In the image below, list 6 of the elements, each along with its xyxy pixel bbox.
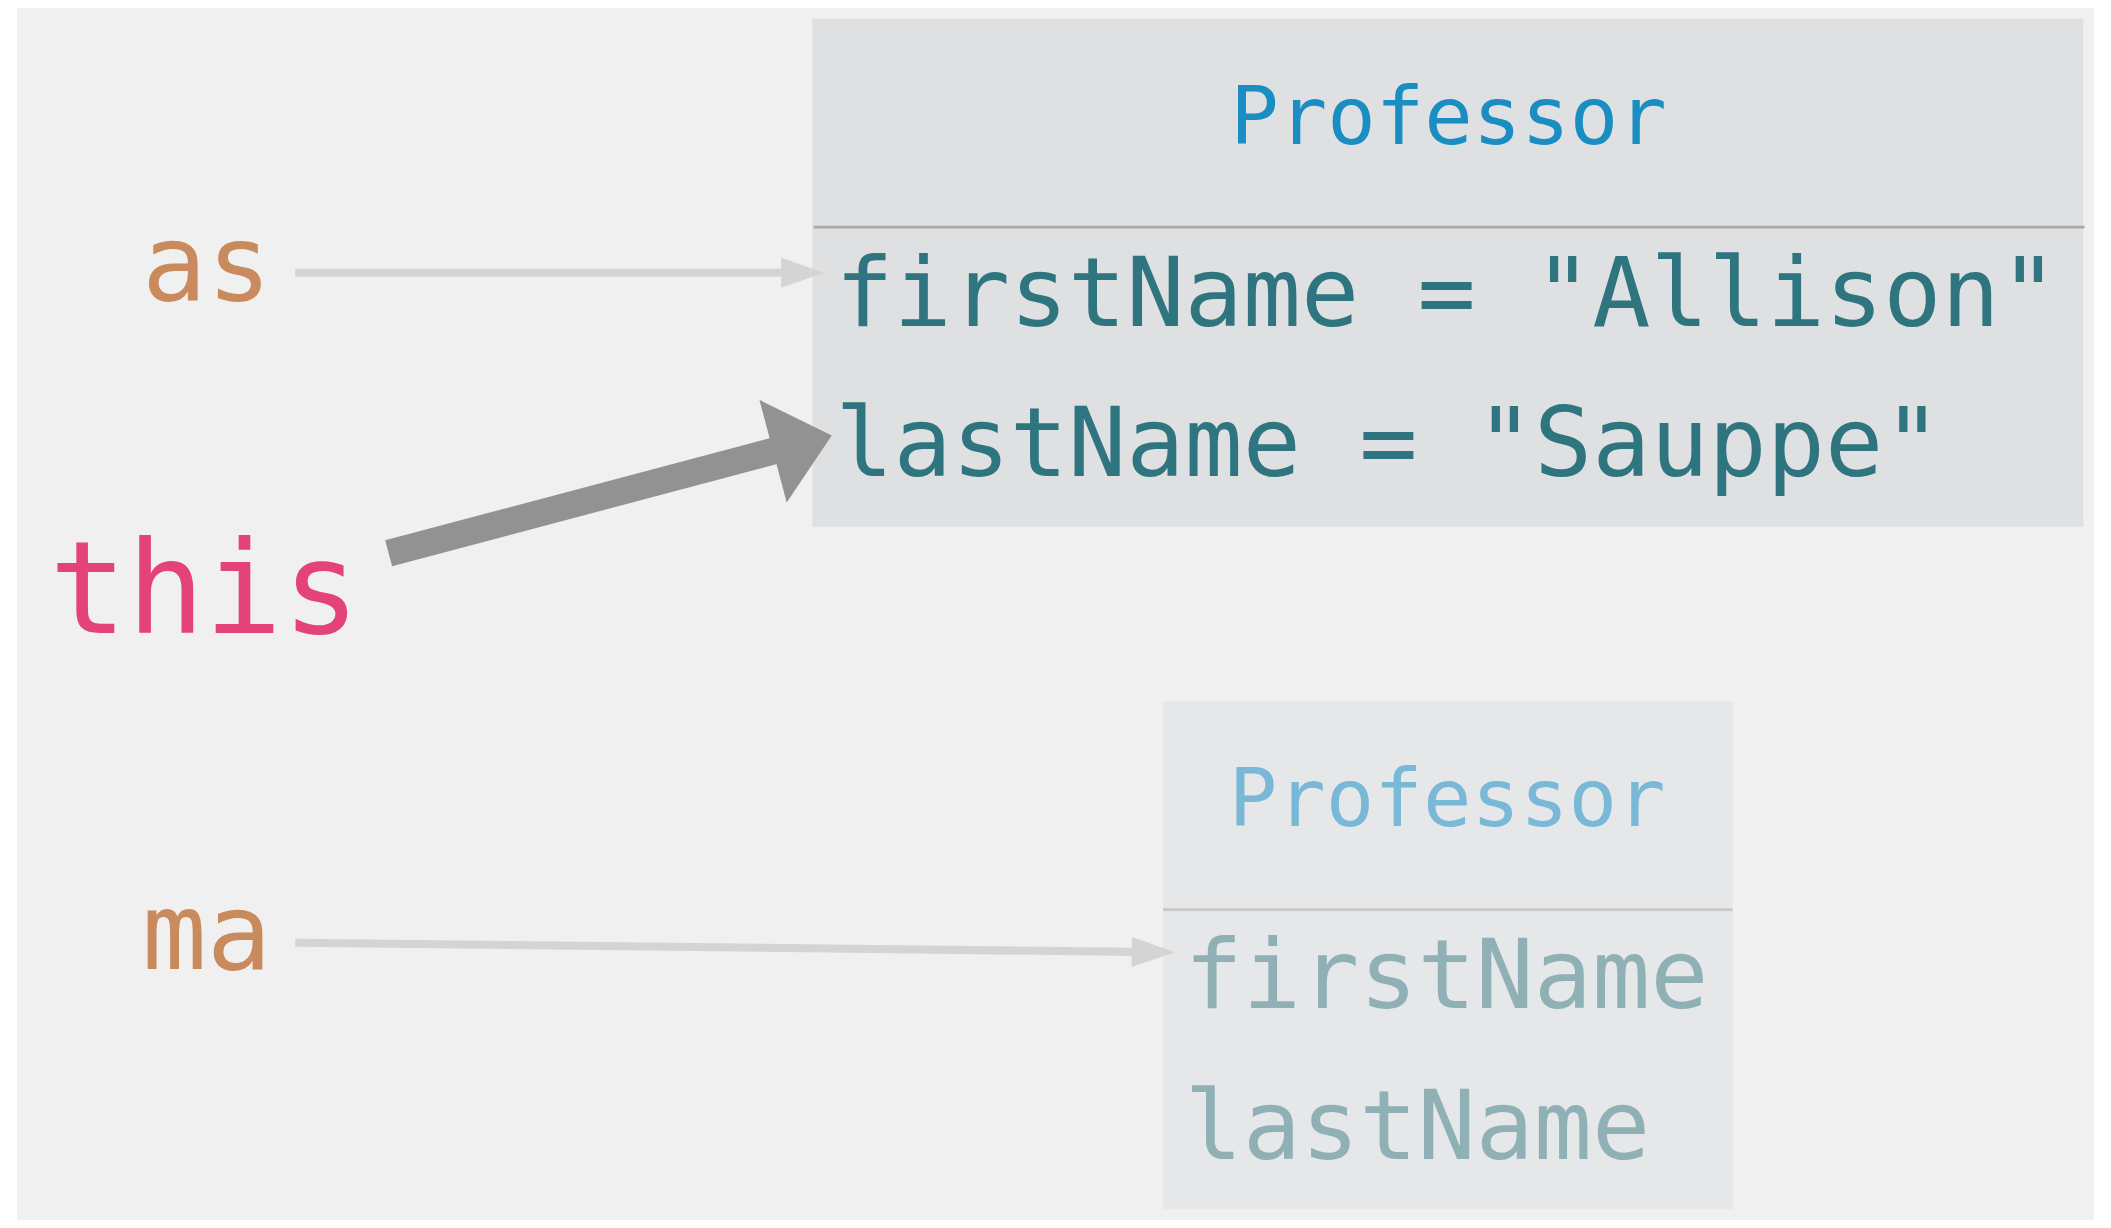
node-text: as — [141, 199, 272, 325]
node-text: this — [49, 512, 360, 663]
arrow — [385, 399, 832, 567]
arrow — [295, 257, 825, 288]
node-text: ma — [141, 868, 272, 994]
arrow — [295, 936, 1175, 967]
